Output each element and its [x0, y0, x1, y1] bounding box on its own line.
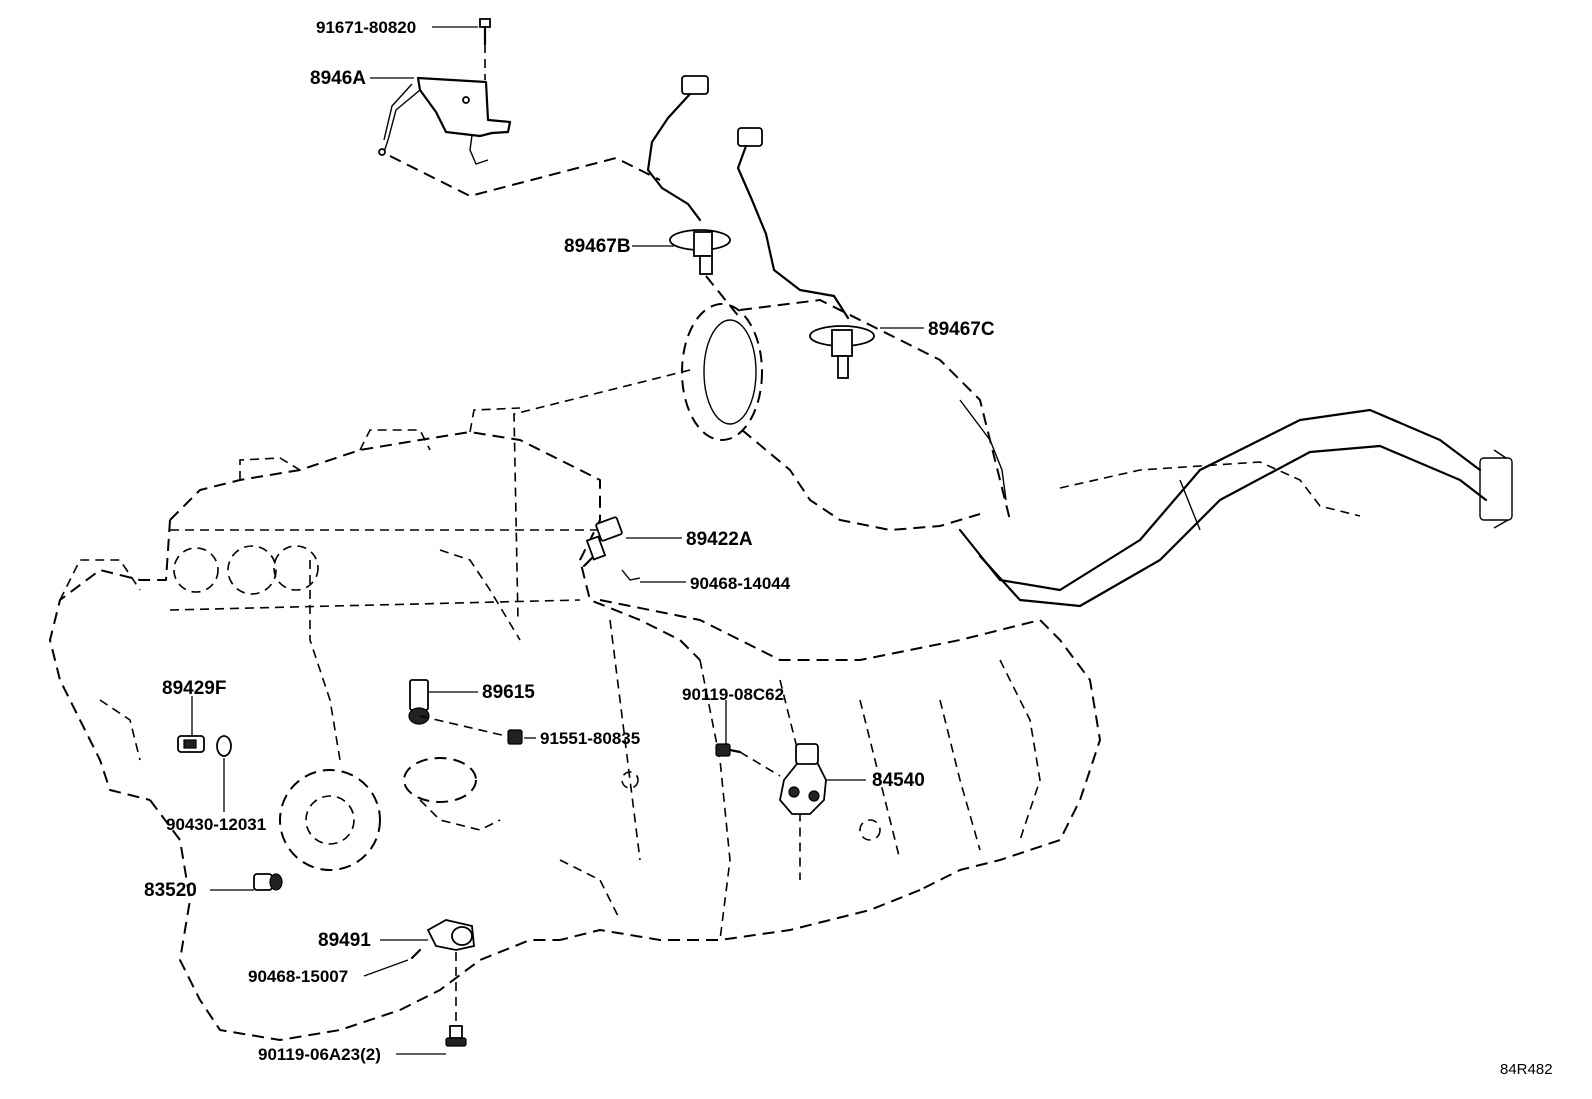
bracket	[416, 76, 512, 138]
oxygen-sensor-c	[736, 127, 875, 379]
oil-pressure-switch	[253, 873, 283, 891]
label-89422a: 89422A	[686, 529, 753, 550]
bracket-bolt	[479, 18, 491, 46]
label-89615: 89615	[482, 682, 535, 703]
label-83520: 83520	[144, 880, 197, 901]
label-90119-06a23: 90119-06A23(2)	[258, 1045, 381, 1064]
exhaust-pipe	[958, 408, 1513, 608]
label-89467c: 89467C	[928, 319, 995, 340]
fuel-pressure-sensor	[177, 735, 232, 757]
label-91551-80835: 91551-80835	[540, 729, 640, 748]
label-90430-12031: 90430-12031	[166, 815, 266, 834]
diagram-reference-code: 84R482	[1500, 1061, 1553, 1078]
label-84540: 84540	[872, 770, 925, 791]
label-8946a: 8946A	[310, 68, 366, 89]
oxygen-sensor-b	[646, 75, 741, 319]
crank-sensor-bolt	[445, 952, 467, 1047]
sensor-bolt	[419, 715, 523, 745]
label-89467b: 89467B	[564, 236, 631, 257]
water-temp-sensor	[582, 516, 641, 581]
transmission	[559, 599, 1101, 941]
neutral-start-switch	[739, 743, 827, 815]
speed-sensor-bolt	[715, 743, 742, 757]
engine-block	[49, 407, 701, 1041]
cam-position-sensor	[408, 679, 430, 725]
label-89429f: 89429F	[162, 678, 226, 699]
label-90119-08c62: 90119-08C62	[682, 685, 784, 704]
converter-guide-line	[513, 369, 691, 621]
label-90468-14044: 90468-14044	[690, 574, 791, 593]
label-89491: 89491	[318, 930, 371, 951]
leader-lines	[191, 26, 924, 1055]
sensor-bracket-assembly	[378, 18, 661, 197]
label-91671-80820: 91671-80820	[316, 18, 416, 37]
crank-position-sensor	[410, 919, 475, 960]
label-90468-15007: 90468-15007	[248, 967, 348, 986]
